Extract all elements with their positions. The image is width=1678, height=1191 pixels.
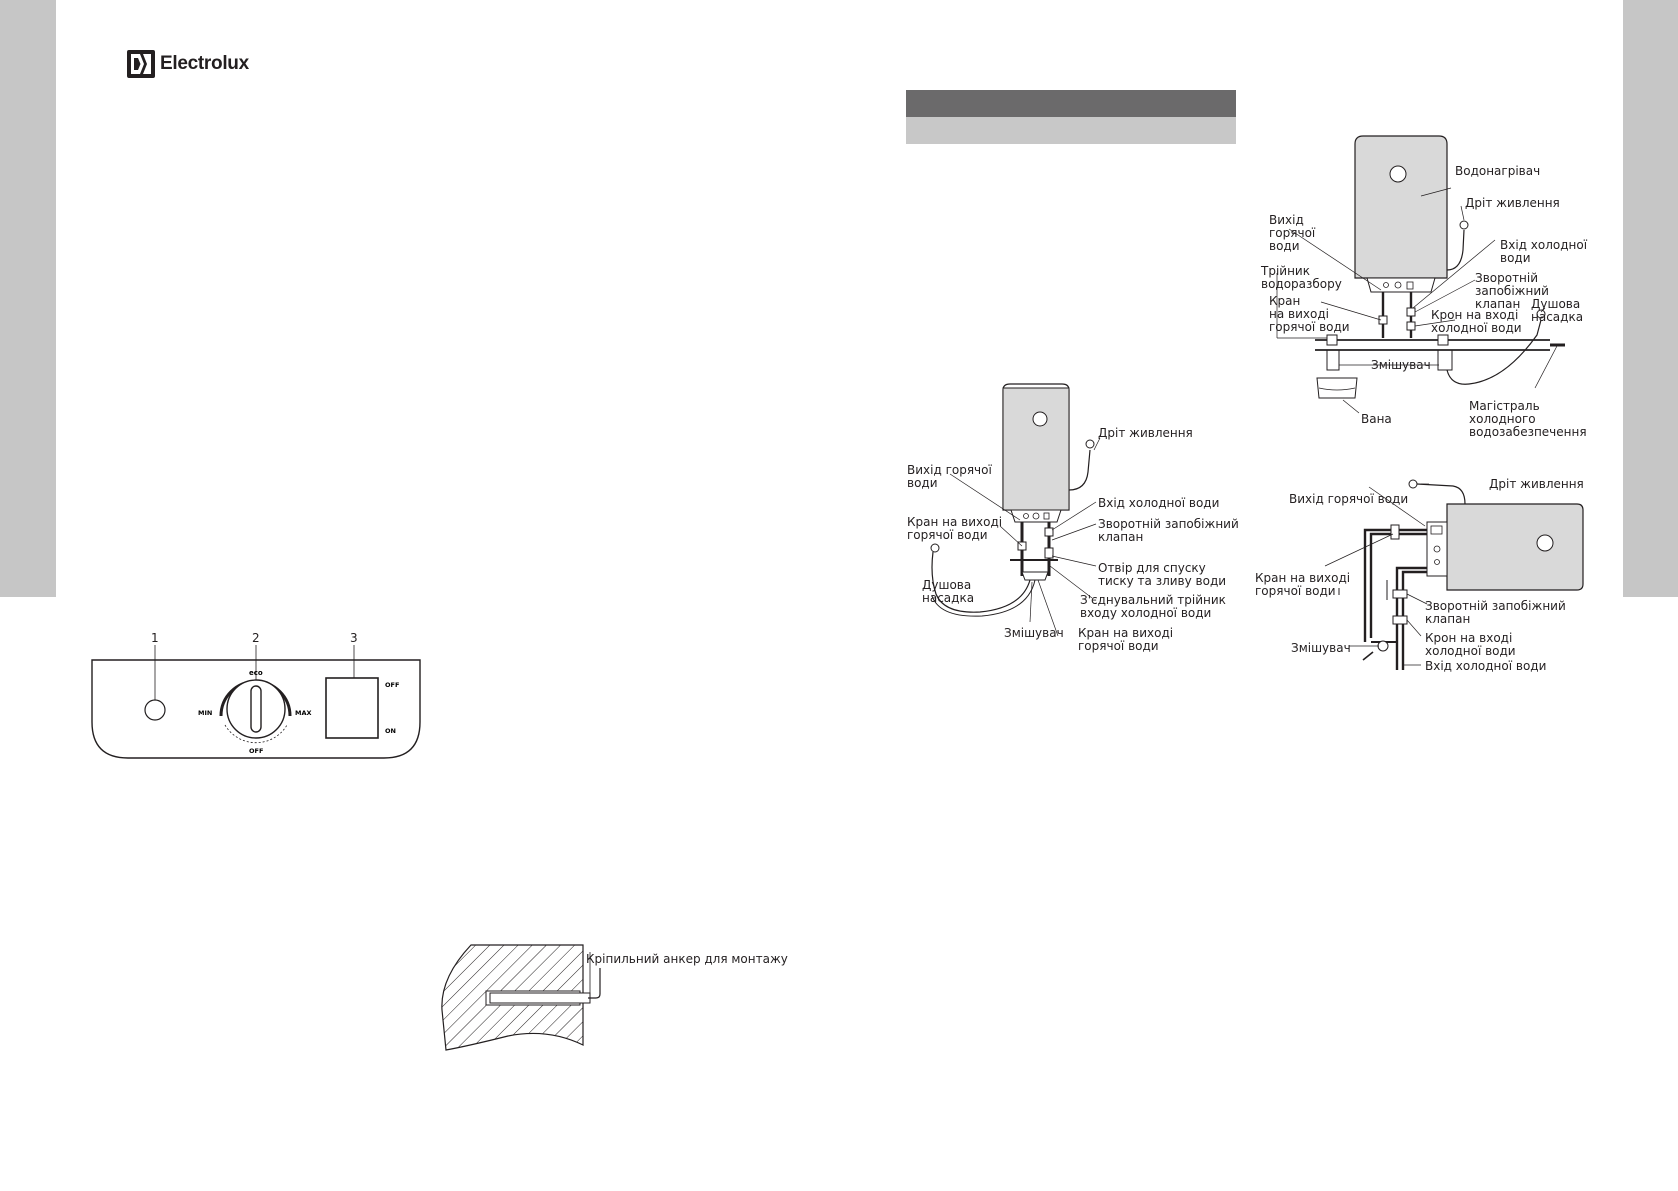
- label-mixer-br: Змішувач: [1291, 641, 1351, 655]
- installation-figure-shower: Дріт живлення Дріт живлення Вихід горячо…: [907, 383, 1239, 653]
- label-mixer-tr: Змішувач: [1371, 358, 1431, 372]
- label-check-valve-tr-3: клапан: [1475, 297, 1520, 311]
- section-header-light: [906, 117, 1236, 144]
- label-shower-1: Душова: [922, 578, 971, 592]
- brand-name: Electrolux: [160, 53, 249, 74]
- brand-logo: Electrolux: [127, 49, 249, 79]
- label-power-cord-tr: Дріт живлення: [1465, 196, 1560, 210]
- label-tee-1: З'єднувальний трійник: [1080, 593, 1226, 607]
- control-panel-figure: 1 1 2 eco MIN MAX OFF 3 OFF ON: [91, 631, 421, 759]
- label-shower-tr-1: Душова: [1531, 297, 1580, 311]
- label-shower-2: насадка: [922, 591, 974, 605]
- label-hot-valve-2: горячої води: [907, 528, 988, 542]
- left-side-strip: [0, 0, 56, 597]
- label-hot-outlet-tr-3: води: [1269, 239, 1300, 253]
- label-hot-valve-1: Кран на виході: [907, 515, 1002, 529]
- label-power-cord-left: Дріт живлення: [1098, 426, 1193, 440]
- label-cold-inlet-br: Вхід холодної води: [1425, 659, 1546, 673]
- indicator-lamp: [144, 699, 166, 721]
- label-check-valve-br-1: Зворотній запобіжний: [1425, 599, 1566, 613]
- label-hot-valve-br-1: Кран на виході: [1255, 571, 1350, 585]
- label-check-valve-tr-2: запобіжний: [1475, 284, 1549, 298]
- callout-1-label: 1: [151, 631, 159, 645]
- dial-min-label: MIN: [198, 709, 212, 717]
- switch-off-label: OFF: [385, 681, 399, 689]
- label-hot-valve-tr-2: на виході: [1269, 307, 1329, 321]
- section-header-dark: [906, 90, 1236, 117]
- installation-figure-horizontal: Дріт живлення Вихід горячої води Кран на…: [1255, 477, 1584, 673]
- label-cold-valve-tr-2: холодної води: [1431, 321, 1522, 335]
- label-main-tr-3: водозабезпечення: [1469, 425, 1587, 439]
- installation-figure-bath: Водонагрівач Дріт живлення Вихід горячої…: [1260, 135, 1588, 439]
- label-cold-valve-2: горячої води: [1078, 639, 1159, 653]
- label-hot-outlet-br: Вихід горячої води: [1289, 492, 1408, 506]
- label-heater: Водонагрівач: [1455, 164, 1540, 178]
- electrolux-logo-icon: [127, 50, 155, 78]
- label-hot-outlet-2: води: [907, 476, 938, 490]
- label-tee-tr-1: Трійник: [1260, 264, 1310, 278]
- dial-pointer: [250, 685, 262, 733]
- label-hot-valve-tr-1: Кран: [1269, 294, 1300, 308]
- label-bath-tr: Вана: [1361, 412, 1392, 426]
- callout-2-label: 2: [252, 631, 260, 645]
- label-shower-tr-2: насадка: [1531, 310, 1583, 324]
- label-cold-inlet-tr-2: води: [1500, 251, 1531, 265]
- label-hot-valve-br-2: горячої води: [1255, 584, 1336, 598]
- label-cold-valve-1: Кран на виході: [1078, 626, 1173, 640]
- label-main-tr-2: холодного: [1469, 412, 1536, 426]
- anchor-bolt: [489, 992, 591, 1004]
- temperature-dial[interactable]: [226, 679, 286, 739]
- label-power-cord-br: Дріт живлення: [1489, 477, 1584, 491]
- label-cold-inlet: Вхід холодної води: [1098, 496, 1219, 510]
- label-cold-valve-br-1: Крон на вході: [1425, 631, 1512, 645]
- label-hot-outlet-tr-1: Вихід: [1269, 213, 1304, 227]
- label-hot-outlet-tr-2: горячої: [1269, 226, 1316, 240]
- label-check-valve-br-2: клапан: [1425, 612, 1470, 626]
- label-tee-2: входу холодної води: [1080, 606, 1211, 620]
- power-switch[interactable]: [325, 677, 379, 739]
- label-drain-1: Отвір для спуску: [1098, 561, 1206, 575]
- dial-max-label: MAX: [295, 709, 312, 717]
- label-hot-valve-tr-3: горячої води: [1269, 320, 1350, 334]
- anchor-figure: Кріпильний анкер для монтажу: [441, 944, 788, 1051]
- label-tee-tr-2: водоразбору: [1261, 277, 1342, 291]
- label-cold-inlet-tr-1: Вхід холодної: [1500, 238, 1588, 252]
- label-cold-valve-br-2: холодної води: [1425, 644, 1516, 658]
- label-cold-valve-tr-1: Крон на вході: [1431, 308, 1518, 322]
- label-mixer: Змішувач: [1004, 626, 1064, 640]
- dial-off-label: OFF: [249, 747, 263, 755]
- anchor-label: Кріпильний анкер для монтажу: [586, 952, 788, 966]
- dial-eco-label: eco: [249, 669, 263, 677]
- label-check-valve-1: Зворотній запобіжний: [1098, 517, 1239, 531]
- label-check-valve-2: клапан: [1098, 530, 1143, 544]
- label-check-valve-tr-1: Зворотній: [1475, 271, 1538, 285]
- label-drain-2: тиску та зливу води: [1098, 574, 1226, 588]
- right-side-strip: [1623, 0, 1678, 597]
- callout-3-label: 3: [350, 631, 358, 645]
- label-hot-outlet-1: Вихід горячої: [907, 463, 992, 477]
- label-main-tr-1: Магістраль: [1469, 399, 1540, 413]
- switch-on-label: ON: [385, 727, 396, 735]
